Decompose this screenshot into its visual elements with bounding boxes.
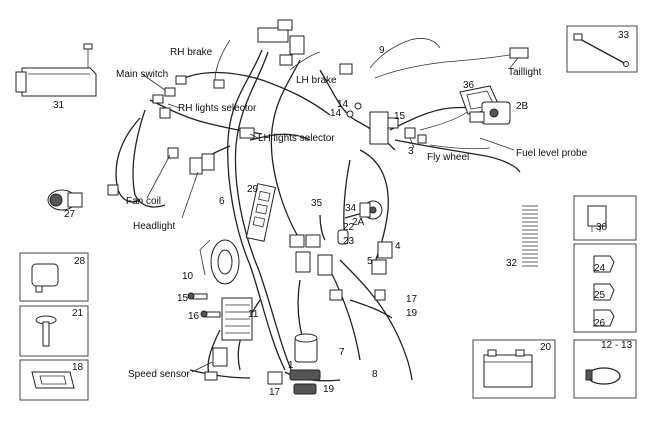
label-fuel-level-probe: Fuel level probe bbox=[516, 148, 588, 159]
part-29-fuse-strip bbox=[245, 183, 277, 242]
part-1-relay bbox=[267, 333, 321, 395]
num-28: 28 bbox=[74, 256, 86, 267]
num-2b: 2B bbox=[516, 101, 529, 112]
part-10-horn bbox=[199, 239, 240, 285]
rh-brake-connector bbox=[175, 75, 225, 89]
box-20 bbox=[472, 339, 556, 399]
num-33: 33 bbox=[618, 30, 630, 41]
num-22: 22 bbox=[343, 222, 355, 233]
num-27: 27 bbox=[64, 209, 76, 220]
label-taillight: Taillight bbox=[508, 67, 542, 78]
box-18 bbox=[19, 359, 89, 401]
label-rh-lights-selector: RH lights selector bbox=[178, 103, 257, 114]
box-fuses bbox=[573, 243, 637, 333]
num-35: 35 bbox=[311, 198, 323, 209]
leader-lines bbox=[141, 57, 519, 373]
label-main-switch: Main switch bbox=[116, 69, 168, 80]
labels: RH brake Main switch RH lights selector … bbox=[116, 47, 588, 380]
main-harness bbox=[115, 38, 521, 382]
num-12-13: 12 - 13 bbox=[601, 340, 633, 351]
num-17a: 17 bbox=[406, 294, 418, 305]
num-10: 10 bbox=[182, 271, 194, 282]
num-18: 18 bbox=[72, 362, 84, 373]
part-14-screws bbox=[346, 102, 362, 118]
num-4: 4 bbox=[395, 241, 401, 252]
label-lh-brake: LH brake bbox=[296, 75, 337, 86]
num-14b: 14 bbox=[330, 108, 342, 119]
lh-lights-selector-connector bbox=[239, 127, 255, 139]
num-7: 7 bbox=[339, 347, 345, 358]
box-28 bbox=[19, 252, 89, 302]
part-34-sensor bbox=[359, 200, 383, 220]
box-21 bbox=[19, 305, 89, 357]
box-12-13 bbox=[573, 339, 637, 399]
part-3-connector bbox=[369, 111, 427, 145]
label-headlight: Headlight bbox=[133, 221, 175, 232]
box-33 bbox=[566, 25, 638, 73]
box-30 bbox=[573, 195, 637, 241]
bolts bbox=[187, 292, 221, 318]
num-30: 30 bbox=[596, 222, 608, 233]
num-36: 36 bbox=[463, 80, 475, 91]
num-17b: 17 bbox=[269, 387, 281, 398]
label-speed-sensor: Speed sensor bbox=[128, 369, 190, 380]
part-numbers: 9 33 31 36 2B 14 14 15 3 6 29 27 35 34 2… bbox=[53, 30, 633, 398]
num-15b: 15 bbox=[177, 293, 189, 304]
num-19b: 19 bbox=[323, 384, 335, 395]
num-21: 21 bbox=[72, 308, 84, 319]
part-27-socket bbox=[47, 189, 83, 211]
part-32-cable-ties bbox=[522, 205, 538, 267]
num-25: 25 bbox=[594, 290, 606, 301]
num-3: 3 bbox=[408, 146, 414, 157]
fan-coil-connector bbox=[107, 147, 215, 196]
num-6: 6 bbox=[219, 196, 225, 207]
label-lh-lights-selector: LH lights selector bbox=[258, 133, 335, 144]
num-11: 11 bbox=[248, 309, 259, 320]
label-rh-brake: RH brake bbox=[170, 47, 213, 58]
num-2a: 2A bbox=[352, 217, 365, 228]
num-20: 20 bbox=[540, 342, 552, 353]
label-fly-wheel: Fly wheel bbox=[427, 152, 469, 163]
num-14a: 14 bbox=[337, 99, 349, 110]
num-34: 34 bbox=[345, 203, 357, 214]
num-26: 26 bbox=[594, 318, 606, 329]
part-31-bracket bbox=[15, 43, 97, 97]
num-5: 5 bbox=[367, 256, 373, 267]
part-2b-coil bbox=[469, 101, 511, 125]
num-23: 23 bbox=[343, 236, 355, 247]
num-15a: 15 bbox=[394, 111, 406, 122]
num-9: 9 bbox=[379, 45, 385, 56]
num-29: 29 bbox=[247, 184, 259, 195]
num-24: 24 bbox=[594, 263, 606, 274]
main-switch-connector bbox=[152, 87, 176, 119]
taillight-connector bbox=[339, 47, 529, 75]
part-11-regulator bbox=[221, 297, 253, 341]
num-1: 1 bbox=[288, 360, 294, 371]
num-32: 32 bbox=[506, 258, 518, 269]
speed-sensor-part bbox=[204, 347, 228, 381]
label-fan-coil: Fan coil bbox=[126, 196, 161, 207]
num-16: 16 bbox=[188, 311, 200, 322]
num-8: 8 bbox=[372, 369, 378, 380]
num-19a: 19 bbox=[406, 308, 418, 319]
center-connectors bbox=[289, 229, 393, 301]
lh-brake-connector bbox=[257, 19, 305, 66]
num-31: 31 bbox=[53, 100, 65, 111]
